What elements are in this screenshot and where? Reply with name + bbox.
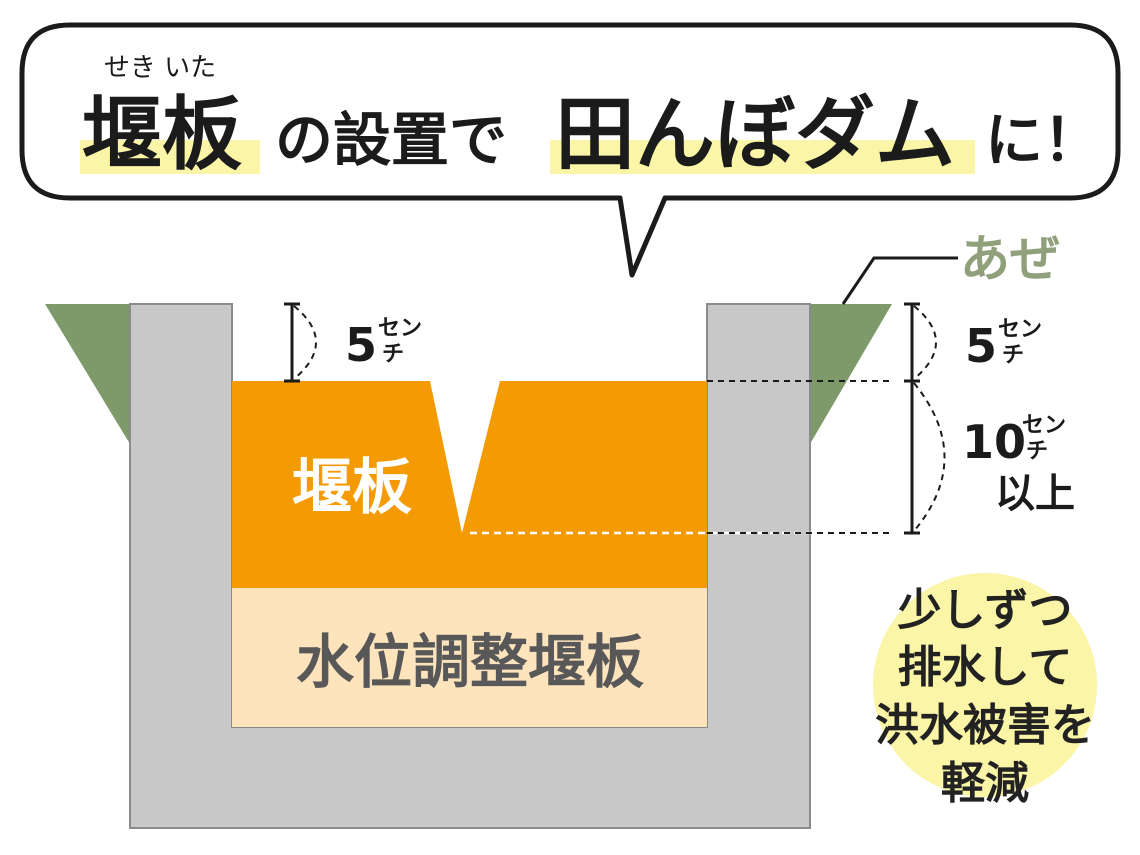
- right-gap-number: 5: [965, 319, 997, 373]
- note-line-2: 排水して: [898, 642, 1073, 693]
- adjust-board-label: 水位調整堰板: [296, 628, 644, 696]
- headline-ruby: せき いた: [104, 53, 216, 83]
- notch-number: 10: [962, 415, 1026, 469]
- top-gap-number: 5: [345, 318, 377, 372]
- headline-part3: 田んぼダム: [555, 88, 955, 181]
- board-label: 堰板: [292, 453, 412, 523]
- levee-right: [810, 304, 892, 444]
- headline-highlight-1: [80, 140, 260, 174]
- headline-part1: 堰板: [82, 88, 242, 181]
- headline-part2: の設置で: [275, 106, 507, 174]
- note-line-3: 洪水被害を: [875, 700, 1095, 751]
- note-line-1: 少しずつ: [897, 585, 1072, 636]
- top-gap-unit-bottom: チ: [382, 342, 404, 367]
- notch-unit-bottom: チ: [1026, 439, 1048, 464]
- notch-suffix: 以上: [995, 471, 1075, 517]
- headline-highlight-2: [550, 140, 975, 174]
- top-gap-dimension: [284, 302, 317, 383]
- top-gap-unit-top: セン: [378, 316, 422, 341]
- note-circle: [873, 573, 1097, 797]
- right-dimensions: [470, 302, 946, 535]
- notch-unit-top: セン: [1022, 413, 1066, 438]
- note-line-4: 軽減: [941, 758, 1029, 809]
- adjust-board: [232, 588, 707, 727]
- aze-label: あぜ: [960, 230, 1060, 288]
- headline-part4: に！: [985, 106, 1101, 174]
- levee-left: [45, 304, 130, 444]
- right-gap-unit-top: セン: [998, 317, 1042, 342]
- right-gap-unit-bottom: チ: [1002, 343, 1024, 368]
- aze-leader-line: [841, 256, 958, 305]
- weir-board: [232, 381, 707, 588]
